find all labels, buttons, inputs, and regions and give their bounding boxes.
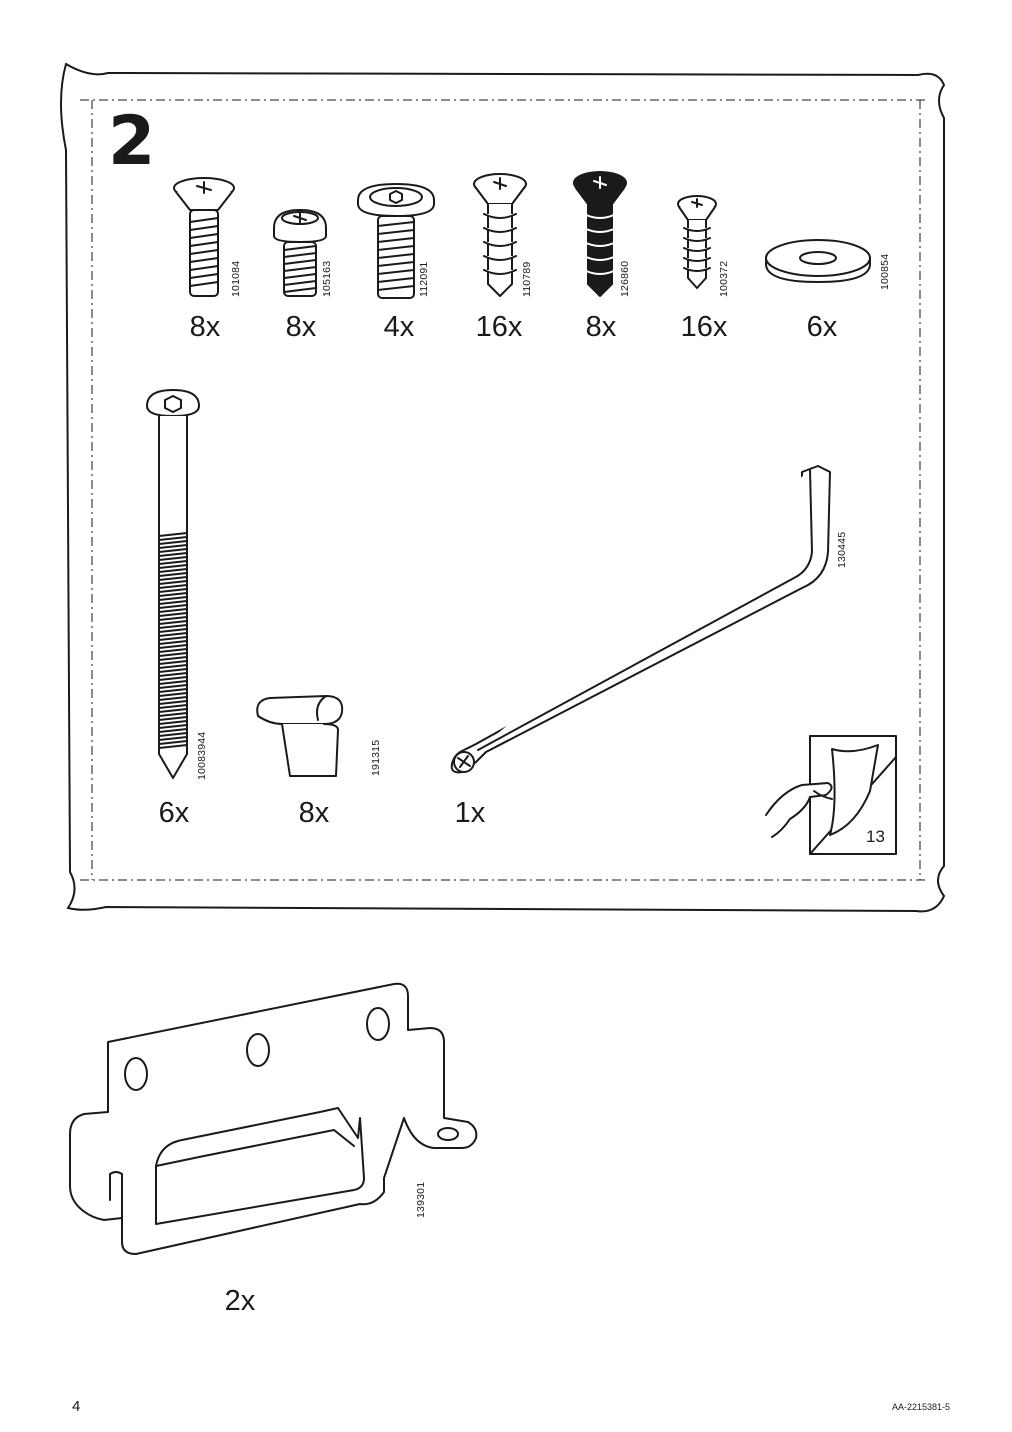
countersunk-screw-icon	[173, 177, 235, 297]
part-quantity: 8x	[298, 797, 330, 829]
part-quantity: 4x	[383, 311, 415, 343]
part-quantity: 16x	[680, 311, 728, 343]
part-code: 139301	[415, 1181, 427, 1218]
part-quantity: 2x	[224, 1285, 256, 1317]
part-code: 100854	[879, 253, 891, 290]
part-code: 126860	[619, 260, 631, 297]
part-quantity: 6x	[158, 797, 190, 829]
long-bolt-icon	[146, 389, 200, 779]
part-code: 105163	[321, 260, 333, 297]
document-id: AA-2215381-5	[891, 1402, 950, 1412]
page-reference-number: 13	[866, 827, 885, 846]
part-quantity: 8x	[285, 311, 317, 343]
hex-key-icon	[450, 465, 831, 774]
step-number: 2	[108, 102, 156, 181]
turn-page-icon	[765, 735, 897, 855]
part-quantity: 8x	[189, 311, 221, 343]
part-code: 130445	[836, 531, 848, 568]
washer-icon	[765, 239, 871, 283]
part-quantity: 8x	[585, 311, 617, 343]
wood-screw-icon	[473, 173, 527, 297]
part-code: 101084	[230, 260, 242, 297]
part-code: 10083944	[196, 731, 208, 780]
flat-head-hex-screw-icon	[357, 183, 435, 299]
small-wood-screw-icon	[677, 195, 717, 289]
furniture-knob-icon	[256, 695, 344, 777]
part-quantity: 6x	[806, 311, 838, 343]
part-code: 191315	[370, 739, 382, 776]
part-code: 110789	[521, 261, 533, 297]
part-code: 112091	[418, 261, 430, 297]
metal-bracket-icon	[69, 982, 478, 1255]
part-quantity: 1x	[454, 797, 486, 829]
page-number: 4	[72, 1398, 81, 1415]
pan-head-screw-icon	[273, 209, 327, 297]
part-quantity: 16x	[475, 311, 523, 343]
black-wood-screw-icon	[573, 171, 627, 297]
part-code: 100372	[718, 260, 730, 297]
